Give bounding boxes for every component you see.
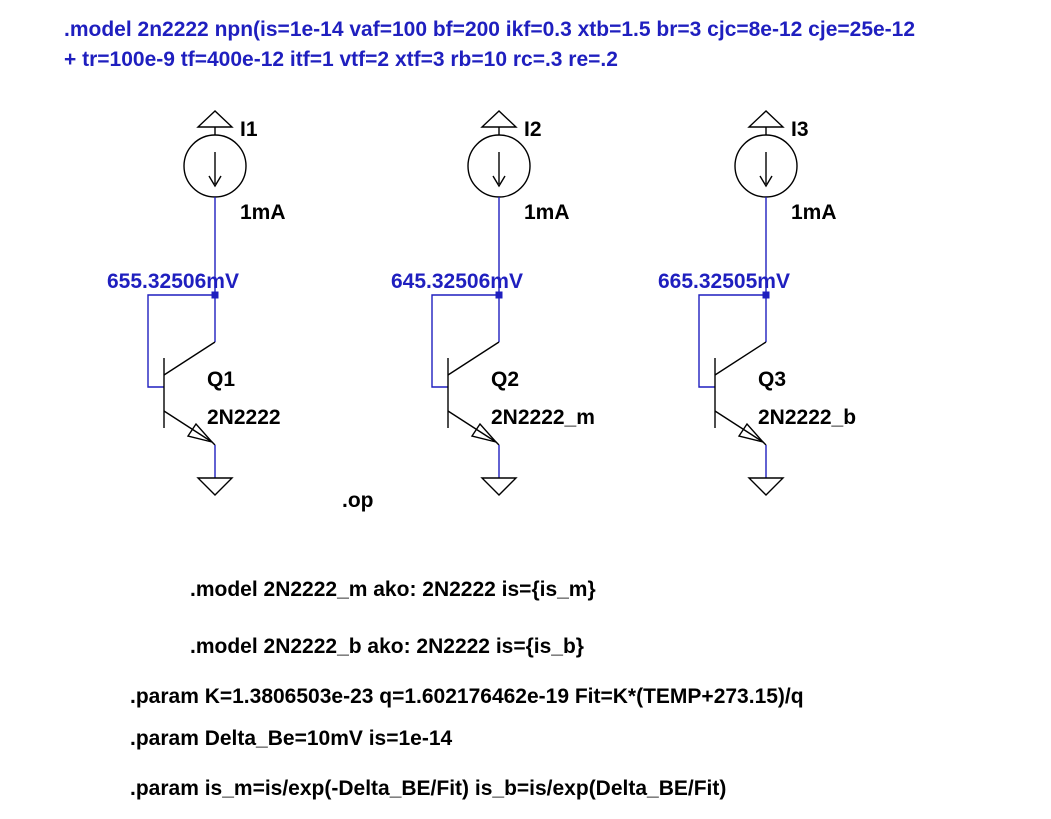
current-arrow-icon xyxy=(759,175,773,188)
npn-transistor-1[interactable] xyxy=(163,341,216,446)
directive-param-delta[interactable]: .param Delta_Be=10mV is=1e-14 xyxy=(130,727,453,750)
op-directive[interactable]: .op xyxy=(342,489,374,512)
transistor-model-1: 2N2222 xyxy=(207,406,281,429)
wire-diode-connect-3[interactable] xyxy=(698,294,766,388)
node-voltage-3: 665.32505mV xyxy=(658,270,790,293)
bjt-collector-leg-1 xyxy=(163,341,216,376)
npn-transistor-2[interactable] xyxy=(447,341,500,446)
ground-icon[interactable] xyxy=(747,477,785,496)
transistor-model-3: 2N2222_b xyxy=(758,406,856,429)
circuit-1: I1 1mA 655.32506mV Q1 2N2222 xyxy=(107,110,286,496)
source-value-2: 1mA xyxy=(524,201,570,224)
current-arrow-icon xyxy=(492,175,506,188)
directive-param-is[interactable]: .param is_m=is/exp(-Delta_BE/Fit) is_b=i… xyxy=(130,777,726,800)
node-junction-1 xyxy=(211,291,219,299)
bjt-emitter-leg-2 xyxy=(447,410,497,443)
bjt-emitter-stub-1 xyxy=(211,441,216,446)
bjt-collector-leg-2 xyxy=(447,341,500,376)
transistor-name-1: Q1 xyxy=(207,368,235,391)
bjt-emitter-stub-3 xyxy=(762,441,767,446)
bjt-emitter-leg-1 xyxy=(163,410,213,443)
emitter-arrow-icon xyxy=(186,422,215,444)
source-value-3: 1mA xyxy=(791,201,837,224)
node-junction-2 xyxy=(495,291,503,299)
directive-model-m[interactable]: .model 2N2222_m ako: 2N2222 is={is_m} xyxy=(190,578,596,601)
source-name-1: I1 xyxy=(240,118,258,141)
node-voltage-1: 655.32506mV xyxy=(107,270,239,293)
ground-icon[interactable] xyxy=(480,477,518,496)
ground-icon[interactable] xyxy=(196,477,234,496)
wire-diode-connect-2[interactable] xyxy=(431,294,499,388)
transistor-name-2: Q2 xyxy=(491,368,519,391)
transistor-name-3: Q3 xyxy=(758,368,786,391)
directive-model-b[interactable]: .model 2N2222_b ako: 2N2222 is={is_b} xyxy=(190,635,584,658)
npn-transistor-3[interactable] xyxy=(714,341,767,446)
model-directive-line-1[interactable]: .model 2n2222 npn(is=1e-14 vaf=100 bf=20… xyxy=(64,18,915,41)
bjt-emitter-stub-2 xyxy=(495,441,500,446)
current-arrow-icon xyxy=(208,175,222,188)
circuit-2: I2 1mA 645.32506mV Q2 2N2222_m xyxy=(391,110,595,496)
transistor-model-2: 2N2222_m xyxy=(491,406,595,429)
model-directive-line-2[interactable]: + tr=100e-9 tf=400e-12 itf=1 vtf=2 xtf=3… xyxy=(64,48,618,71)
emitter-arrow-icon xyxy=(737,422,766,444)
emitter-arrow-icon xyxy=(470,422,499,444)
bjt-emitter-leg-3 xyxy=(714,410,764,443)
source-value-1: 1mA xyxy=(240,201,286,224)
directive-param-constants[interactable]: .param K=1.3806503e-23 q=1.602176462e-19… xyxy=(130,685,804,708)
circuit-3: I3 1mA 665.32505mV Q3 2N2222_b xyxy=(658,110,856,496)
bjt-collector-leg-3 xyxy=(714,341,767,376)
wire-diode-connect-1[interactable] xyxy=(147,294,215,388)
node-voltage-2: 645.32506mV xyxy=(391,270,523,293)
source-name-2: I2 xyxy=(524,118,542,141)
source-name-3: I3 xyxy=(791,118,809,141)
node-junction-3 xyxy=(762,291,770,299)
